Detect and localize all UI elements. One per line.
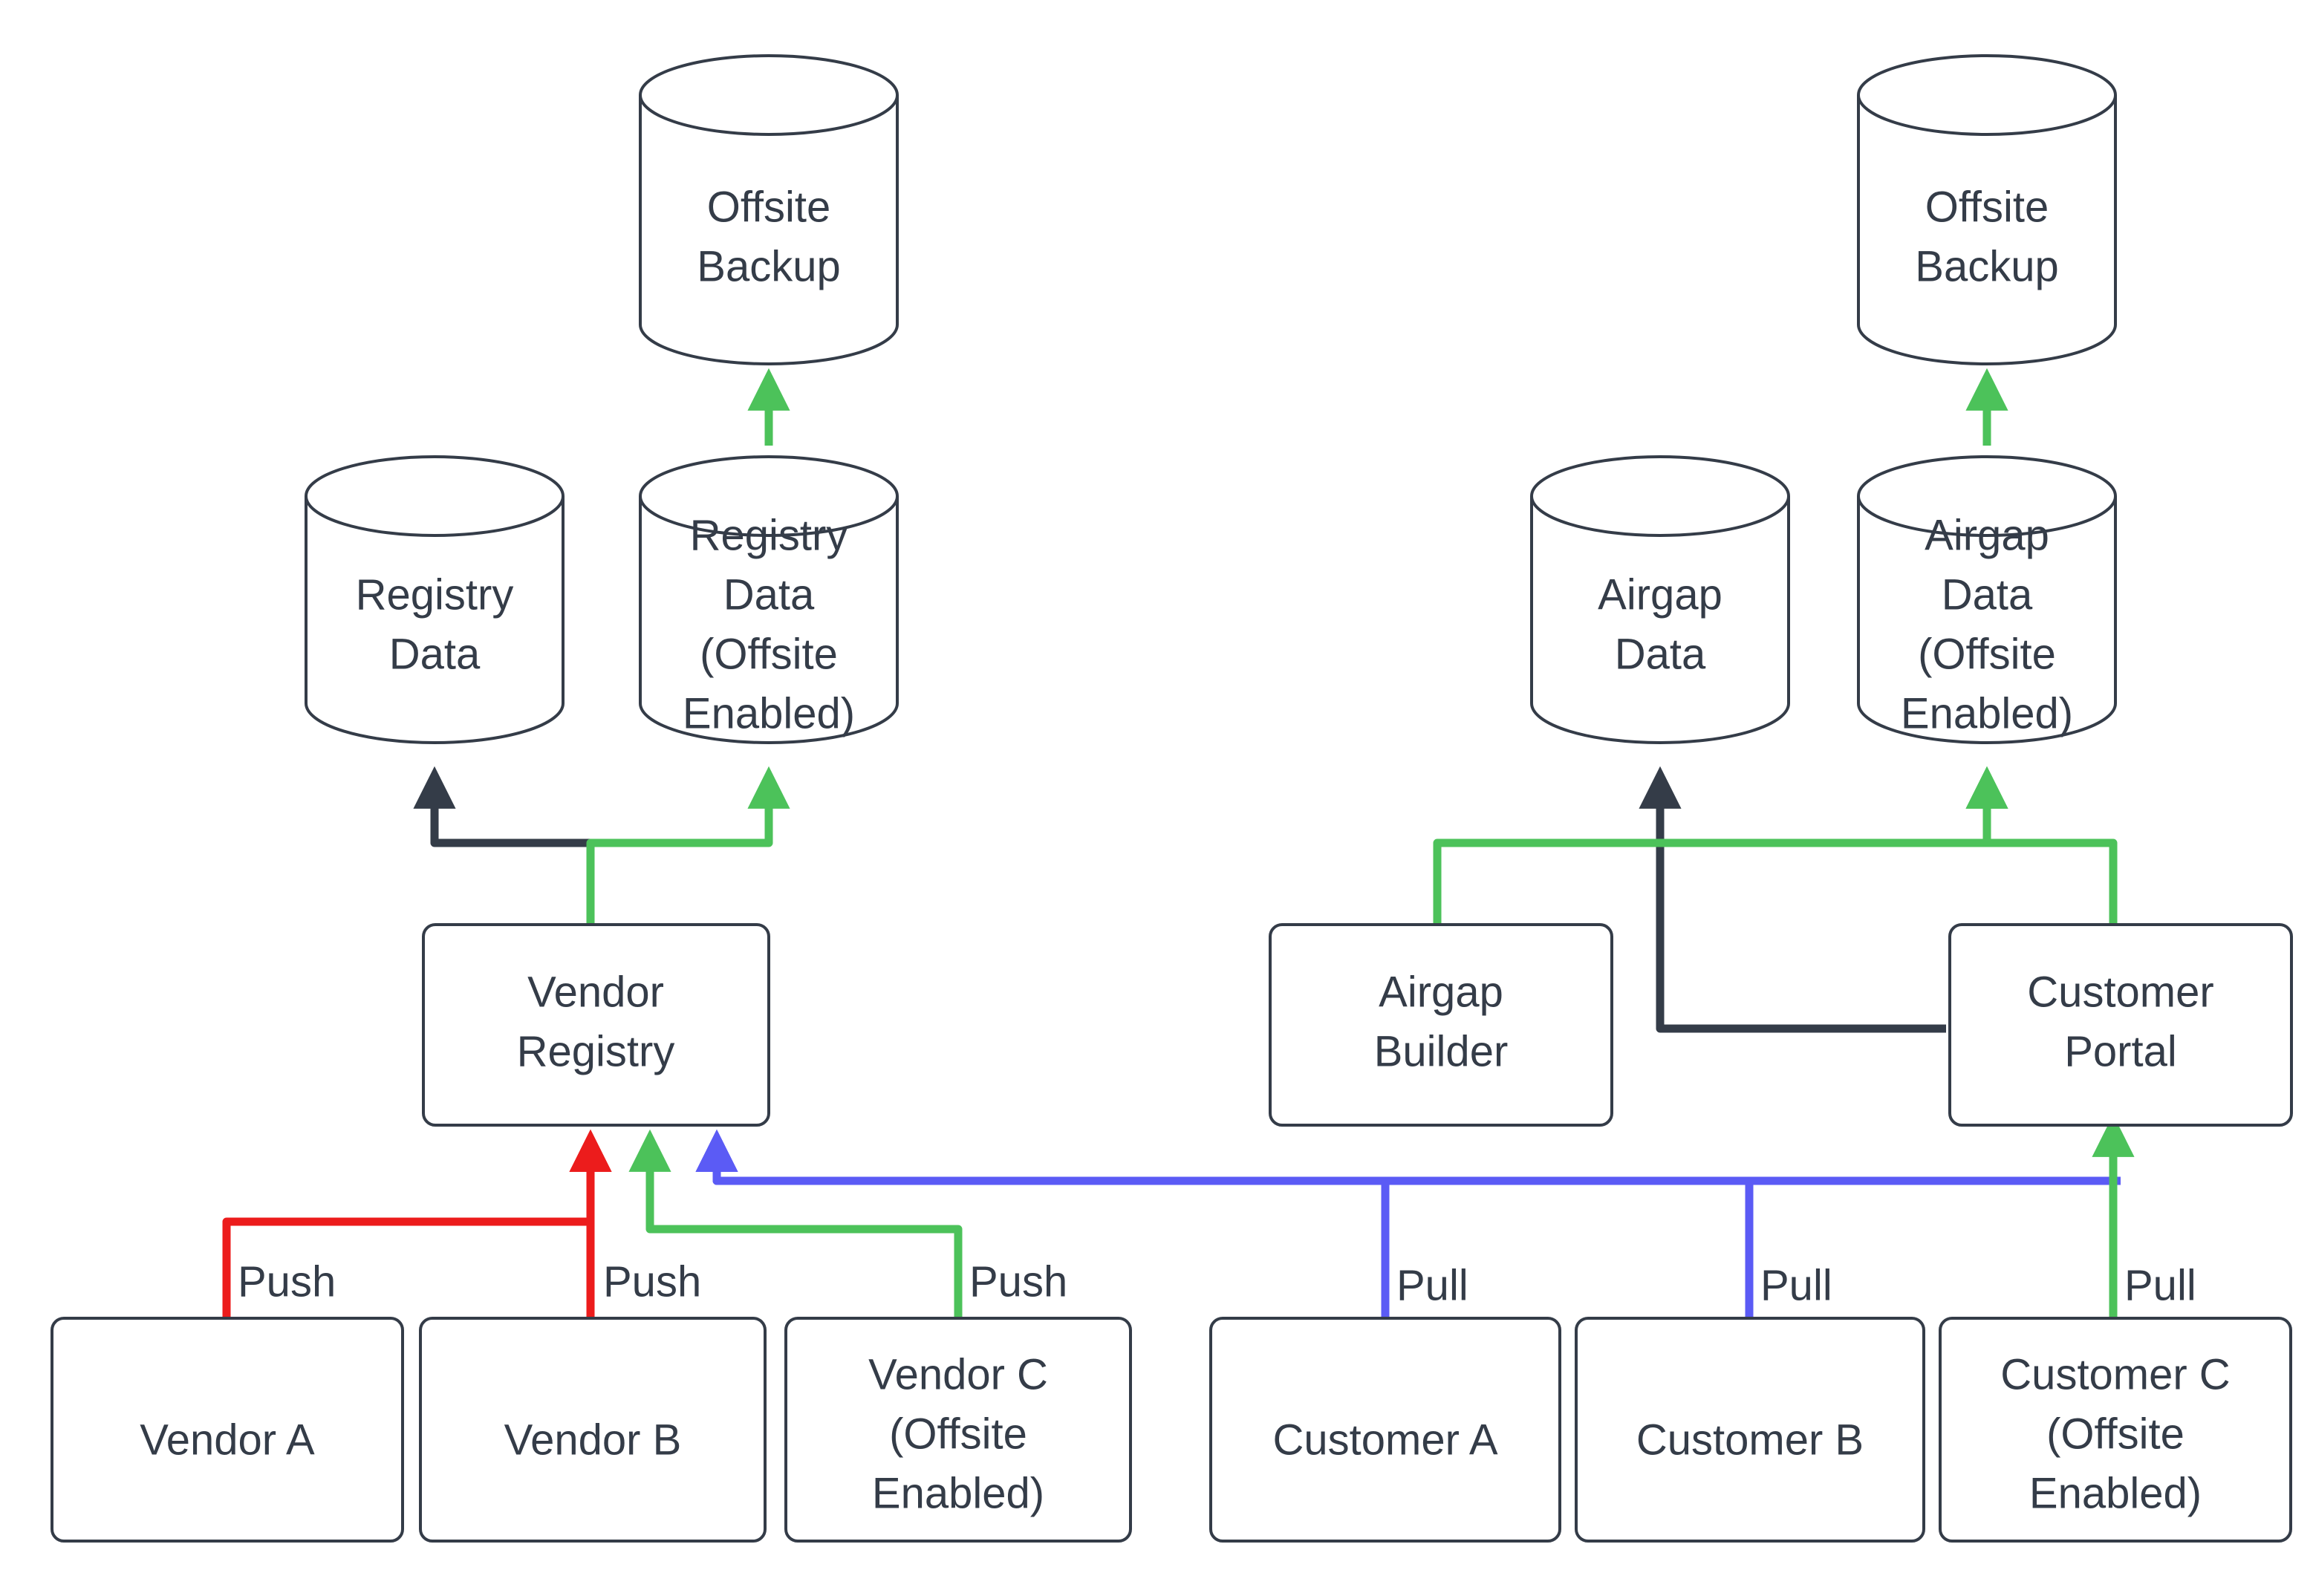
node-offsite-backup-left[interactable]: Offsite Backup bbox=[639, 54, 899, 365]
edge-label-customer-a-pull: Pull bbox=[1396, 1261, 1468, 1309]
node-label-line2: (Offsite bbox=[889, 1410, 1027, 1458]
node-label-line1: Registry bbox=[690, 511, 848, 559]
node-label-line4: Enabled) bbox=[1901, 689, 2073, 737]
node-vendor-a[interactable]: Vendor A bbox=[51, 1317, 404, 1543]
node-label-line1: Vendor B bbox=[504, 1416, 682, 1464]
node-vendor-c[interactable]: Vendor C (Offsite Enabled) bbox=[784, 1317, 1132, 1543]
edge-label-vendor-a-push: Push bbox=[238, 1257, 336, 1306]
node-label-line3: (Offsite bbox=[1918, 630, 2056, 678]
node-label-line2: Data bbox=[1615, 630, 1706, 678]
node-label-line1: Vendor A bbox=[140, 1416, 315, 1464]
node-label-line2: Data bbox=[389, 630, 481, 678]
node-label-line1: Customer B bbox=[1636, 1416, 1864, 1464]
edge-customer-portal-to-airgap-data bbox=[1639, 766, 1946, 1033]
edge-vendor-registry-to-registry-data bbox=[413, 766, 595, 925]
node-label-line1: Offsite bbox=[707, 183, 831, 231]
node-label-line2: Backup bbox=[697, 242, 840, 290]
node-label-line2: Builder bbox=[1374, 1027, 1509, 1075]
node-label-line2: (Offsite bbox=[2046, 1410, 2184, 1458]
node-label-line3: (Offsite bbox=[700, 630, 838, 678]
node-label-line2: Backup bbox=[1915, 242, 2058, 290]
node-label-line1: Airgap bbox=[1925, 511, 2049, 559]
node-customer-a[interactable]: Customer A bbox=[1209, 1317, 1561, 1543]
node-customer-portal[interactable]: Customer Portal bbox=[1948, 923, 2293, 1127]
node-customer-c[interactable]: Customer C (Offsite Enabled) bbox=[1939, 1317, 2292, 1543]
node-label-line4: Enabled) bbox=[683, 689, 855, 737]
node-label-line1: Vendor C bbox=[868, 1350, 1048, 1398]
node-label-line2: Registry bbox=[517, 1027, 675, 1075]
edge-label-vendor-b-push: Push bbox=[603, 1257, 701, 1306]
node-registry-data-offsite[interactable]: Registry Data (Offsite Enabled) bbox=[639, 455, 899, 744]
node-label-line1: Airgap bbox=[1598, 570, 1722, 619]
node-label-line1: Vendor bbox=[527, 968, 664, 1016]
edge-vendor-registry-to-registry-data-offsite bbox=[586, 766, 790, 925]
node-vendor-b[interactable]: Vendor B bbox=[419, 1317, 767, 1543]
node-label-line2: Data bbox=[723, 570, 815, 619]
node-label-line2: Data bbox=[1942, 570, 2033, 619]
node-label-line1: Offsite bbox=[1925, 183, 2049, 231]
edge-customer-portal-to-airgap-data-offsite bbox=[1965, 766, 2118, 925]
node-label-line1: Customer bbox=[2027, 968, 2213, 1016]
node-label-line1: Customer A bbox=[1273, 1416, 1498, 1464]
node-label-line1: Registry bbox=[356, 570, 514, 619]
node-label-line3: Enabled) bbox=[2029, 1469, 2202, 1517]
node-label-line3: Enabled) bbox=[872, 1469, 1044, 1517]
edge-label-vendor-c-push: Push bbox=[969, 1257, 1067, 1306]
node-airgap-data[interactable]: Airgap Data bbox=[1530, 455, 1790, 744]
node-label-line1: Customer C bbox=[2000, 1350, 2230, 1398]
node-airgap-builder[interactable]: Airgap Builder bbox=[1269, 923, 1613, 1127]
node-label-line1: Airgap bbox=[1379, 968, 1503, 1016]
edge-label-customer-b-pull: Pull bbox=[1760, 1261, 1832, 1309]
edge-label-customer-c-pull: Pull bbox=[2124, 1261, 2196, 1309]
edge-vendor-c-push bbox=[628, 1129, 963, 1318]
node-customer-b[interactable]: Customer B bbox=[1575, 1317, 1925, 1543]
node-vendor-registry[interactable]: Vendor Registry bbox=[422, 923, 770, 1127]
node-offsite-backup-right[interactable]: Offsite Backup bbox=[1857, 54, 2117, 365]
edge-airgap-builder-to-airgap-data-offsite bbox=[1433, 766, 2008, 925]
node-label-line2: Portal bbox=[2064, 1027, 2177, 1075]
node-airgap-data-offsite[interactable]: Airgap Data (Offsite Enabled) bbox=[1857, 455, 2117, 744]
node-registry-data[interactable]: Registry Data bbox=[305, 455, 565, 744]
